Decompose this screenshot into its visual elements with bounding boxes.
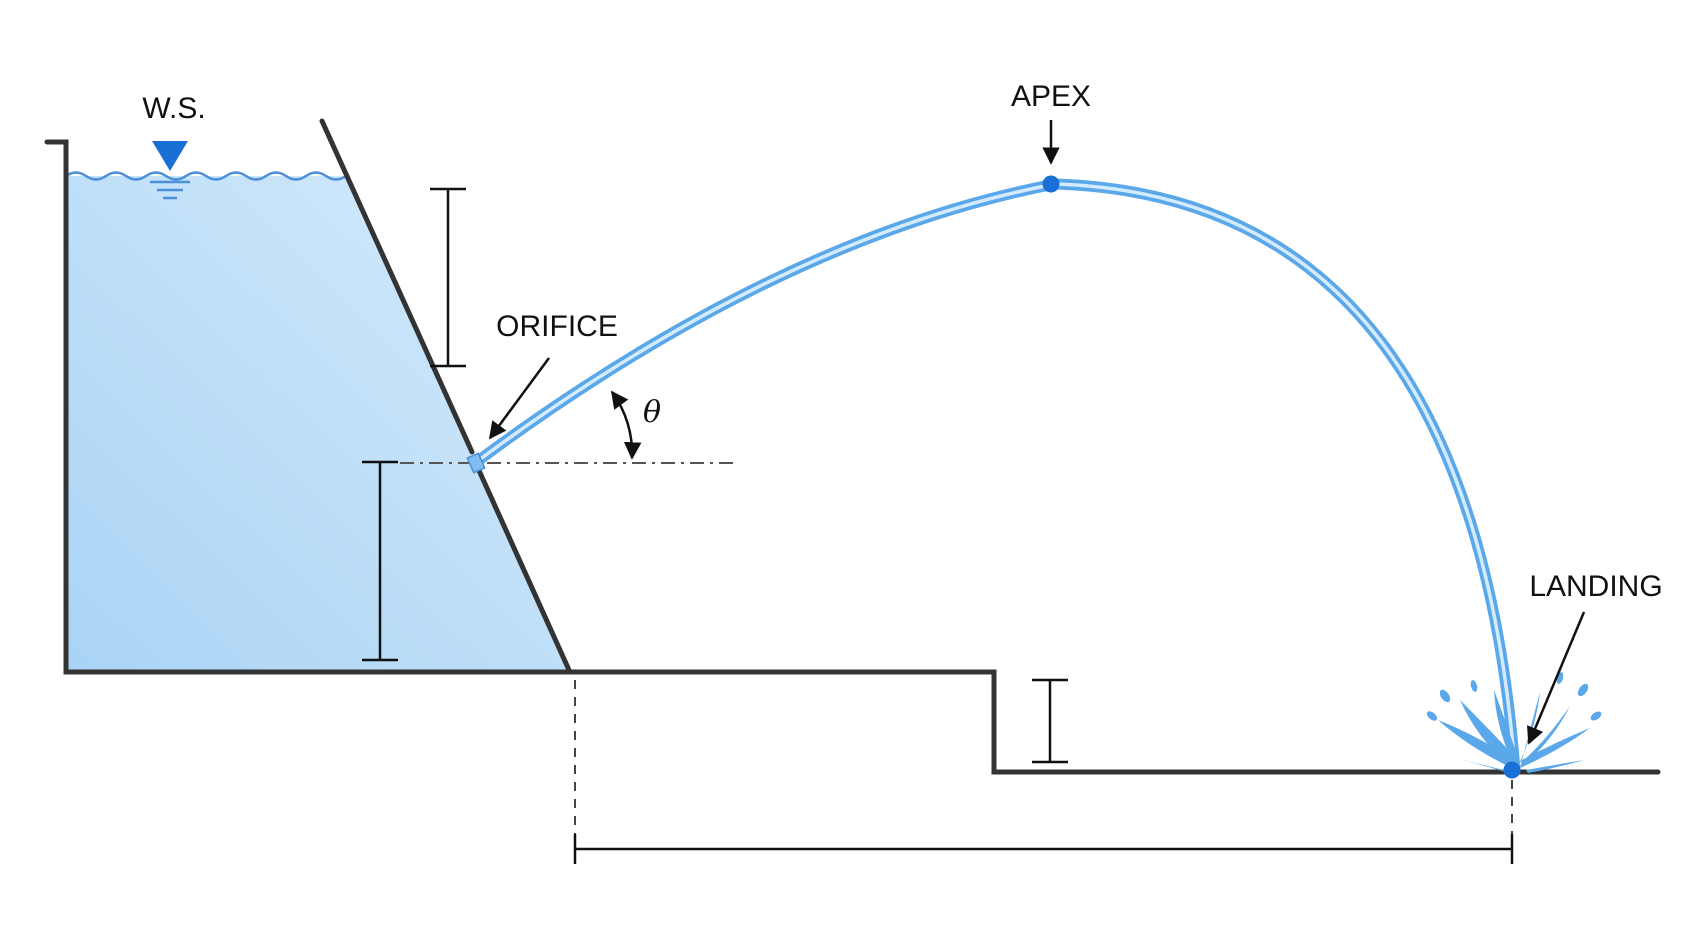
landing-label: LANDING [1529,570,1662,603]
reservoir-water [66,176,569,670]
sloped-wall-upper [319,118,475,455]
head-dimension-upper [430,187,466,368]
landing-leader-arrow [1527,611,1586,745]
sloped-wall-lower [474,463,572,673]
water-surface-label: W.S. [142,92,205,125]
water-surface-line [65,171,347,181]
landing-point [1503,761,1521,779]
jet-core [473,182,1517,772]
triangle-down-icon [152,141,188,171]
ground-profile [563,669,1661,775]
orifice-leader-arrow [488,357,551,440]
orifice-label: ORIFICE [496,310,618,343]
step-height-dimension [1032,678,1068,764]
jet-angle-label: θ [643,395,661,430]
jet-angle-arc [610,390,642,460]
orifice-elevation-dimension [362,460,398,662]
splash-icon [1426,672,1602,773]
apex-point [1042,175,1060,193]
orifice-nozzle [466,452,486,474]
reservoir-left-wall [44,139,572,675]
apex-label: APEX [1011,80,1091,113]
horizontal-range-dimension [573,834,1514,864]
